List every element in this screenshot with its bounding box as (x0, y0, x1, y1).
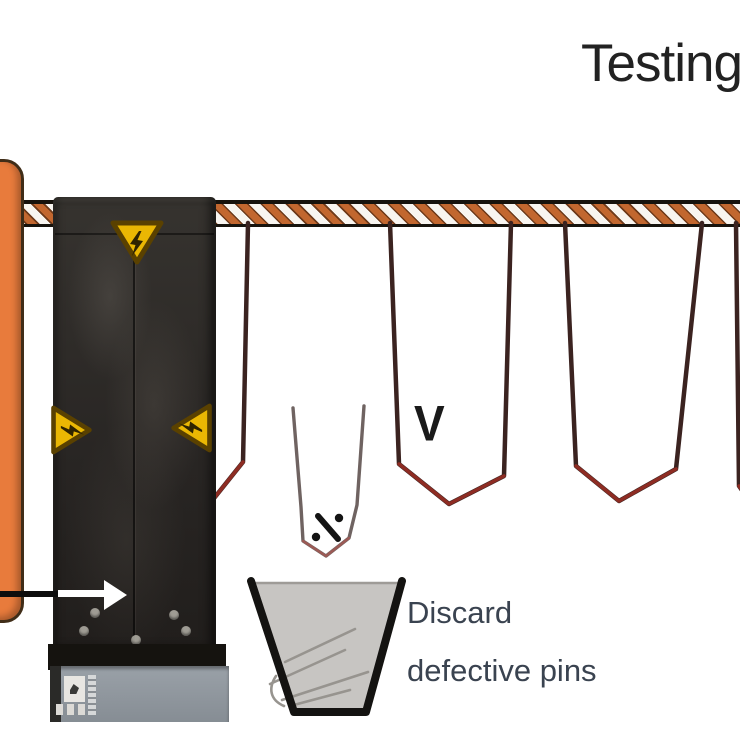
pin-hanging-2 (387, 220, 514, 507)
manufacturer-label-strip (88, 675, 96, 715)
machine-base-edge (50, 666, 61, 722)
page-title: Testing (581, 34, 740, 93)
machine-base-black (48, 644, 226, 670)
manufacturer-logo-icon (70, 684, 79, 694)
pin-hanging-3 (562, 220, 705, 504)
base-mark (78, 704, 85, 715)
pin-falling-defective (291, 404, 366, 558)
orange-feeder-panel (0, 159, 24, 623)
reject-mark-icon (311, 513, 344, 542)
pin-hanging-4 (733, 220, 740, 492)
machine-body (53, 197, 216, 649)
high-voltage-triangle-right-icon (171, 403, 212, 453)
discard-note-line2: defective pins (407, 653, 597, 688)
conveyor-rail (0, 200, 740, 227)
discarded-pins-icon (268, 627, 370, 708)
base-mark (56, 704, 63, 715)
pass-checkmark: V (414, 394, 445, 452)
discard-bin (247, 577, 406, 716)
high-voltage-triangle-left-icon (51, 405, 92, 455)
machine-center-seam (133, 240, 135, 642)
discard-note-line1: Discard (407, 595, 513, 630)
manufacturer-label (64, 676, 85, 702)
machine-base-gray (50, 666, 229, 722)
base-mark (67, 704, 74, 715)
pin-hanging-1 (198, 220, 251, 505)
machine-cap-seam (55, 233, 214, 235)
